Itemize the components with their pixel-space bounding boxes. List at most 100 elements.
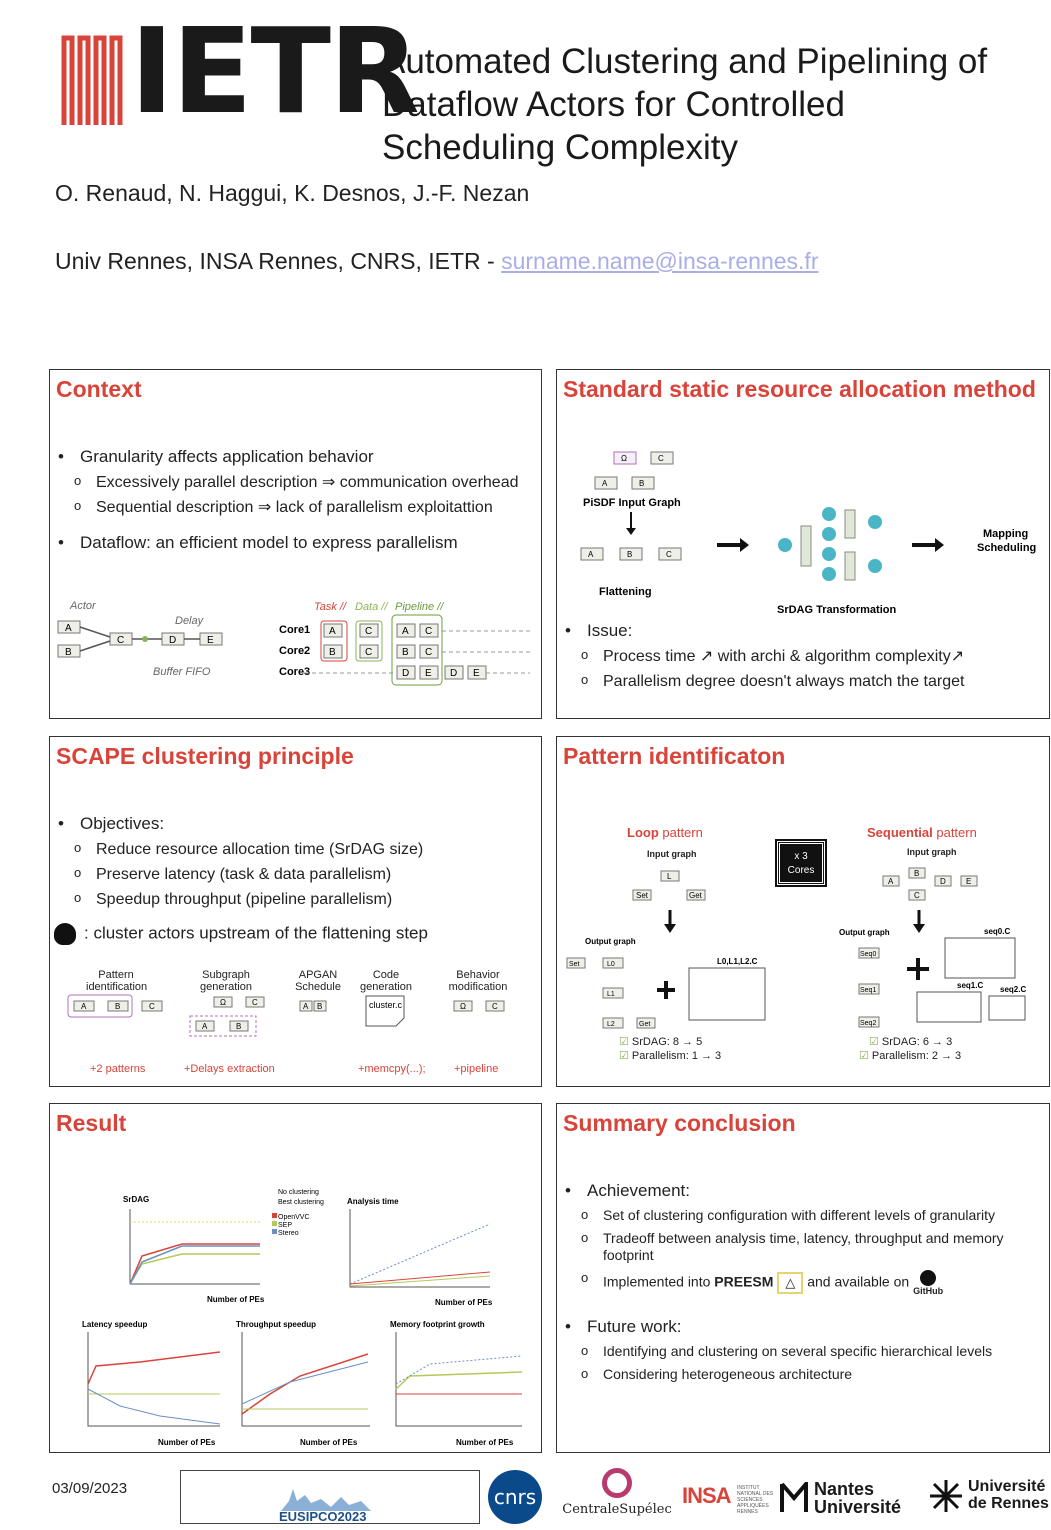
issue-sub-2: Parallelism degree doesn't always match …: [561, 672, 1046, 692]
achievement-3-pre: Implemented into: [603, 1273, 715, 1290]
svg-text:C: C: [149, 1002, 155, 1011]
svg-text:Ω: Ω: [460, 1002, 466, 1011]
summary-heading: Summary conclusion: [563, 1110, 796, 1136]
achievement-3-post: and available on: [807, 1273, 914, 1290]
title-line-2: Dataflow Actors for Controlled: [382, 85, 845, 124]
legend-stereo: Stereo: [278, 1230, 299, 1237]
svg-text:A: A: [329, 626, 336, 637]
result-charts: No clustering Best clustering OpenVVC SE…: [82, 1189, 523, 1447]
svg-text:D: D: [402, 668, 409, 679]
objective-1: Reduce resource allocation time (SrDAG s…: [54, 840, 539, 860]
chart-throughput: [241, 1332, 370, 1427]
affiliation-text: Univ Rennes, INSA Rennes, CNRS, IETR -: [55, 248, 502, 274]
seq-pattern-word: pattern: [932, 825, 977, 840]
svg-text:A: A: [588, 550, 594, 559]
svg-text:E: E: [473, 668, 480, 679]
issue-sub-1: Process time ↗ with archi & algorithm co…: [561, 647, 1046, 667]
title-line-1: Automated Clustering and Pipelining of: [382, 42, 988, 81]
note-patterns: +2 patterns: [90, 1063, 146, 1075]
svg-text:C: C: [117, 635, 124, 646]
future-1: Identifying and clustering on several sp…: [561, 1343, 1043, 1361]
legend-task: Task //: [314, 601, 347, 613]
seq-srdag: ☑ SrDAG: 6 → 3: [869, 1036, 953, 1048]
loop-srdag-text: SrDAG: 8 → 5: [631, 1036, 703, 1048]
svg-text:Set: Set: [636, 891, 649, 900]
chart-latency: [87, 1332, 221, 1427]
achievement-bullet: Achievement:: [561, 1180, 1043, 1202]
cores-count: x 3: [794, 851, 808, 862]
future-bullet: Future work:: [561, 1316, 1043, 1338]
note-pipeline: +pipeline: [454, 1063, 499, 1075]
nantes-logo: Nantes Université: [780, 1480, 901, 1516]
github-label: GitHub: [913, 1285, 944, 1296]
chart-analysis-title: Analysis time: [347, 1197, 399, 1206]
loop-output-graph: Output graph: [585, 937, 636, 946]
insa-logo: INSA: [682, 1483, 732, 1508]
svg-text:C: C: [365, 647, 372, 658]
email-link[interactable]: surname.name@insa-rennes.fr: [501, 248, 819, 274]
step-pattern: Pattern identification: [86, 969, 148, 993]
nantes-mark-icon: [780, 1482, 808, 1512]
centralesupelec-text: CentraleSupélec: [562, 1502, 672, 1517]
svg-text:C: C: [914, 891, 920, 900]
svg-text:D: D: [940, 877, 946, 886]
ietr-logo-text: IETR: [130, 2, 420, 140]
flattening-label: Flattening: [599, 586, 652, 598]
seq-input-graph: Input graph: [907, 847, 957, 857]
achievement-1: Set of clustering configuration with dif…: [561, 1207, 1043, 1225]
step-subgraph: Subgraph generation: [200, 969, 252, 993]
chart-throughput-title: Throughput speedup: [236, 1320, 316, 1329]
poster-date: 03/09/2023: [52, 1480, 128, 1497]
affiliation: Univ Rennes, INSA Rennes, CNRS, IETR - s…: [55, 248, 818, 275]
loop-input-graph: Input graph: [647, 849, 697, 859]
loop-srdag: ☑ SrDAG: 8 → 5: [619, 1036, 703, 1048]
chart-latency-title: Latency speedup: [82, 1320, 147, 1329]
github-icon[interactable]: GitHub: [913, 1269, 944, 1296]
mapping-label: Mapping: [983, 528, 1028, 540]
svg-text:E: E: [207, 635, 214, 646]
chart-memory-title: Memory footprint growth: [390, 1320, 485, 1329]
svg-text:Seq0: Seq0: [860, 951, 876, 958]
svg-text:A: A: [888, 877, 894, 886]
delay-dot: [142, 636, 148, 642]
srdag-label: SrDAG Transformation: [777, 604, 896, 616]
standard-bullets: Issue: Process time ↗ with archi & algor…: [561, 620, 1046, 697]
eusipco-skyline: EUSIPCO2023: [279, 1489, 371, 1524]
pattern-panel: Pattern identificaton Loop pattern Seque…: [556, 736, 1050, 1087]
summary-bullets: Achievement: Set of clustering configura…: [561, 1180, 1043, 1388]
scape-heading: SCAPE clustering principle: [56, 743, 354, 769]
actor-a: [57, 620, 81, 634]
ietr-logo-mark: [61, 35, 123, 125]
step-behavior: Behavior modification: [448, 969, 508, 993]
seq-file-2: seq2.C: [1000, 985, 1026, 994]
loop-pattern-title: Loop pattern: [627, 825, 703, 840]
svg-text:B: B: [115, 1002, 120, 1011]
svg-text:Seq1: Seq1: [860, 987, 876, 994]
seq-par-text: Parallelism: 2 → 3: [871, 1050, 962, 1062]
dataflow-figure: Actor Delay Buffer FIFO A B C D E Task /…: [57, 600, 530, 686]
chart-throughput-xlabel: Number of PEs: [300, 1438, 358, 1447]
core2-label: Core2: [279, 645, 310, 657]
svg-text:B: B: [627, 550, 632, 559]
svg-text:B: B: [914, 869, 919, 878]
chart-srdag-title: SrDAG: [123, 1195, 149, 1204]
issue-bullet: Issue:: [561, 620, 1046, 642]
svg-text:Ω: Ω: [621, 454, 627, 463]
chart-latency-xlabel: Number of PEs: [158, 1438, 216, 1447]
svg-text:A: A: [81, 1002, 87, 1011]
loop-parallelism: ☑ Parallelism: 1 → 3: [619, 1050, 722, 1062]
loop-word: Loop: [627, 825, 659, 840]
svg-text:A: A: [202, 1022, 208, 1031]
svg-text:Seq2: Seq2: [860, 1020, 876, 1027]
context-heading: Context: [56, 376, 142, 402]
cores-chip: x 3 Cores: [775, 839, 827, 887]
context-sub-2: Sequential description ⇒ lack of paralle…: [54, 498, 539, 518]
summary-panel: Summary conclusion Achievement: Set of c…: [556, 1103, 1050, 1453]
seq-parallelism: ☑ Parallelism: 2 → 3: [859, 1050, 962, 1062]
fig-actor-label: Actor: [69, 600, 97, 612]
authors: O. Renaud, N. Haggui, K. Desnos, J.-F. N…: [55, 180, 530, 206]
achievement-2: Tradeoff between analysis time, latency,…: [561, 1230, 1043, 1265]
svg-text:C: C: [492, 1002, 498, 1011]
loop-code-title: L0,L1,L2.C: [717, 957, 758, 966]
legend-openvvc: OpenVVC: [278, 1214, 310, 1221]
